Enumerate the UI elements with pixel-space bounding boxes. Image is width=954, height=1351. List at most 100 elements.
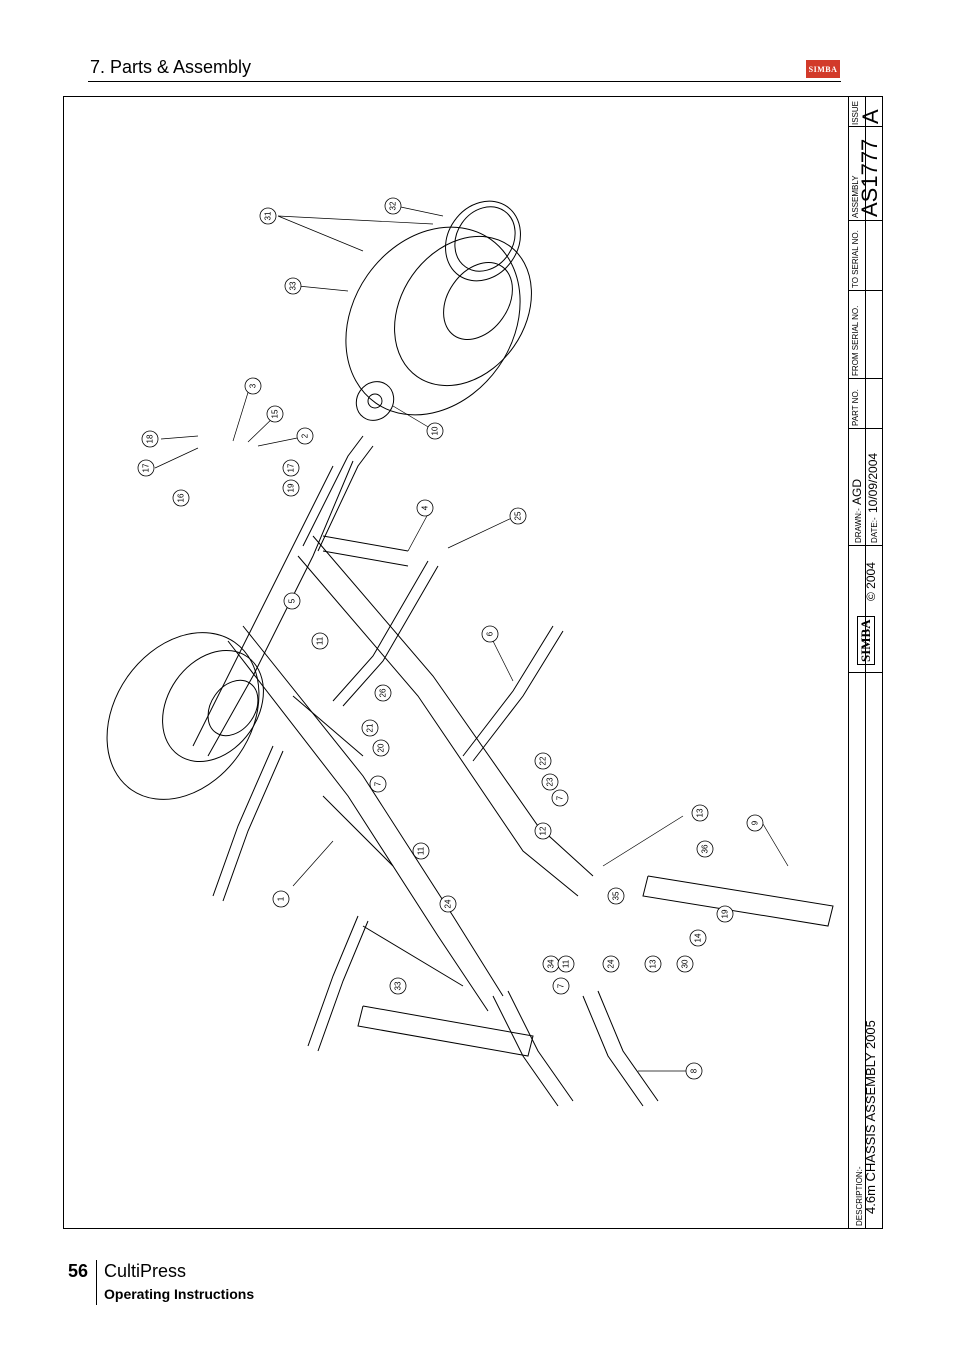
section-title: 7. Parts & Assembly bbox=[90, 57, 252, 77]
callout-number: 11 bbox=[316, 636, 325, 645]
copyright: © 2004 bbox=[864, 562, 878, 601]
callout-number: 17 bbox=[142, 463, 151, 472]
callout-bubble bbox=[534, 822, 552, 840]
drawing-frame bbox=[63, 96, 883, 1229]
callout-bubble bbox=[676, 955, 694, 973]
callout-number: 2 bbox=[301, 433, 310, 438]
title-block-divider bbox=[865, 96, 866, 1229]
to-serial-label: TO SERIAL NO. bbox=[851, 230, 860, 288]
assembly-value: AS1777 bbox=[857, 138, 882, 217]
tb-rule bbox=[848, 126, 883, 127]
callout-number: 30 bbox=[681, 959, 690, 968]
callout-bubble bbox=[416, 499, 434, 517]
callout-bubble bbox=[716, 905, 734, 923]
title-block bbox=[848, 96, 883, 1229]
callout-number: 33 bbox=[289, 281, 298, 290]
callout-bubble bbox=[689, 929, 707, 947]
tb-rule bbox=[848, 220, 883, 221]
callout-number: 17 bbox=[287, 463, 296, 472]
callout-number: 11 bbox=[417, 846, 426, 855]
tb-rule bbox=[848, 428, 883, 429]
part-no-label: PART NO. bbox=[851, 389, 860, 426]
callout-bubble bbox=[685, 1062, 703, 1080]
callout-bubble bbox=[137, 459, 155, 477]
callout-number: 4 bbox=[421, 505, 430, 510]
chassis-assembly-drawing: 3132333152181716191710425511626212022237… bbox=[106, 197, 834, 1107]
callout-bubble bbox=[696, 840, 714, 858]
callout-number: 26 bbox=[379, 688, 388, 697]
callout-bubble bbox=[141, 430, 159, 448]
callout-bubble bbox=[426, 422, 444, 440]
callout-bubble bbox=[272, 890, 290, 908]
callout-number: 20 bbox=[377, 743, 386, 752]
callout-bubble bbox=[172, 489, 190, 507]
wheel-rim bbox=[445, 200, 521, 282]
simba-logo: SIMBA bbox=[806, 60, 840, 78]
callout-number: 8 bbox=[690, 1068, 699, 1073]
callout-number: 36 bbox=[701, 844, 710, 853]
callout-number: 6 bbox=[486, 631, 495, 636]
callout-bubble bbox=[389, 977, 407, 995]
callout-number: 7 bbox=[374, 781, 383, 786]
company-logo: SIMBA bbox=[857, 616, 875, 665]
callout-number: 31 bbox=[264, 211, 273, 220]
callout-number: 18 bbox=[146, 434, 155, 443]
callout-number: 33 bbox=[394, 981, 403, 990]
callout-bubble bbox=[283, 592, 301, 610]
callout-number: 15 bbox=[271, 409, 280, 418]
footer-divider bbox=[96, 1260, 97, 1305]
callout-bubble bbox=[607, 887, 625, 905]
callout-bubble bbox=[296, 427, 314, 445]
callout-bubble bbox=[691, 804, 709, 822]
callout-number: 21 bbox=[366, 723, 375, 732]
callout-number: 5 bbox=[288, 598, 297, 603]
callout-bubble bbox=[369, 775, 387, 793]
wheel-tyre-outline bbox=[345, 226, 521, 416]
callout-bubble bbox=[602, 955, 620, 973]
document-subtitle: Operating Instructions bbox=[104, 1286, 255, 1302]
date-value: 10/09/2004 bbox=[866, 452, 880, 513]
callout-number: 23 bbox=[546, 777, 555, 786]
callout-bubble bbox=[534, 752, 552, 770]
date-label: DATE:- bbox=[870, 517, 879, 543]
callout-number: 3 bbox=[249, 383, 258, 388]
callout-number: 24 bbox=[444, 899, 453, 908]
callout-bubble bbox=[259, 207, 277, 225]
callout-number: 10 bbox=[431, 426, 440, 435]
tb-rule bbox=[848, 378, 883, 379]
callout-bubble bbox=[481, 625, 499, 643]
callout-bubble bbox=[244, 377, 262, 395]
product-name: CultiPress bbox=[104, 1261, 187, 1281]
callout-number: 1 bbox=[277, 896, 286, 901]
callout-bubble bbox=[282, 479, 300, 497]
callout-number: 13 bbox=[696, 808, 705, 817]
callout-bubble bbox=[644, 955, 662, 973]
callout-bubble bbox=[551, 789, 569, 807]
callout-number: 7 bbox=[556, 795, 565, 800]
tb-rule bbox=[848, 290, 883, 291]
callout-number: 19 bbox=[721, 909, 730, 918]
callout-number: 16 bbox=[177, 493, 186, 502]
callout-bubble bbox=[384, 197, 402, 215]
callout-number: 22 bbox=[539, 756, 548, 765]
page-number: 56 bbox=[68, 1261, 89, 1281]
callout-bubble bbox=[311, 632, 329, 650]
wheel-hub bbox=[355, 381, 395, 421]
callout-bubble bbox=[266, 405, 284, 423]
callout-number: 12 bbox=[539, 826, 548, 835]
callout-bubble bbox=[552, 977, 570, 995]
callout-number: 9 bbox=[751, 820, 760, 825]
drawn-value: AGD bbox=[850, 478, 864, 505]
callout-number: 25 bbox=[514, 511, 523, 520]
callout-number: 24 bbox=[607, 959, 616, 968]
left-wheel bbox=[106, 632, 260, 800]
callout-number: 34 bbox=[547, 959, 556, 968]
callout-group: 3132333152181716191710425511626212022237… bbox=[137, 197, 764, 1080]
callout-bubble bbox=[509, 507, 527, 525]
callout-bubble bbox=[372, 739, 390, 757]
callout-number: 7 bbox=[557, 983, 566, 988]
callout-number: 13 bbox=[649, 959, 658, 968]
drawn-label: DRAWN:- bbox=[854, 508, 863, 543]
callout-bubble bbox=[284, 277, 302, 295]
callout-bubble bbox=[412, 842, 430, 860]
